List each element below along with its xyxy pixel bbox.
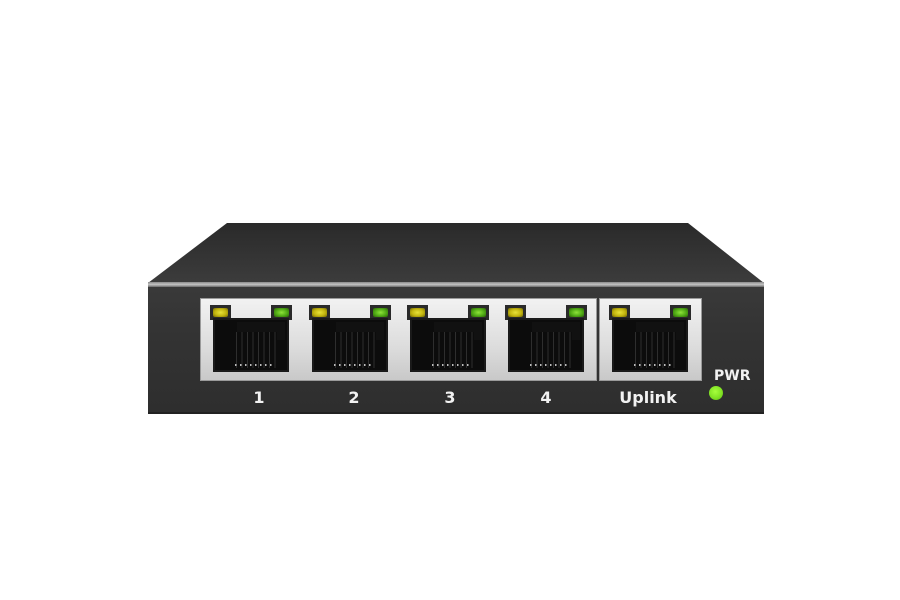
port-2-activity-led-icon xyxy=(312,308,327,317)
power-label: PWR xyxy=(714,368,751,384)
ethernet-port-1[interactable] xyxy=(203,298,299,381)
ethernet-port-2[interactable] xyxy=(302,298,398,381)
port-2-label: 2 xyxy=(348,388,360,407)
front-edge-highlight xyxy=(148,282,764,287)
port-1-label: 1 xyxy=(253,388,265,407)
port-1-link-led-icon xyxy=(274,308,289,317)
port-3-link-led-icon xyxy=(471,308,486,317)
port-3-label: 3 xyxy=(444,388,456,407)
port-2-link-led-icon xyxy=(373,308,388,317)
ethernet-port-4[interactable] xyxy=(498,298,594,381)
uplink-label: Uplink xyxy=(619,388,677,407)
port-4-label: 4 xyxy=(540,388,552,407)
ethernet-port-3[interactable] xyxy=(400,298,496,381)
port-1-activity-led-icon xyxy=(213,308,228,317)
bottom-edge xyxy=(148,412,764,414)
power-led-icon xyxy=(709,386,723,400)
ethernet-port-uplink[interactable] xyxy=(602,298,698,381)
uplink-link-led-icon xyxy=(673,308,688,317)
uplink-activity-led-icon xyxy=(612,308,627,317)
port-4-link-led-icon xyxy=(569,308,584,317)
port-3-activity-led-icon xyxy=(410,308,425,317)
port-4-activity-led-icon xyxy=(508,308,523,317)
